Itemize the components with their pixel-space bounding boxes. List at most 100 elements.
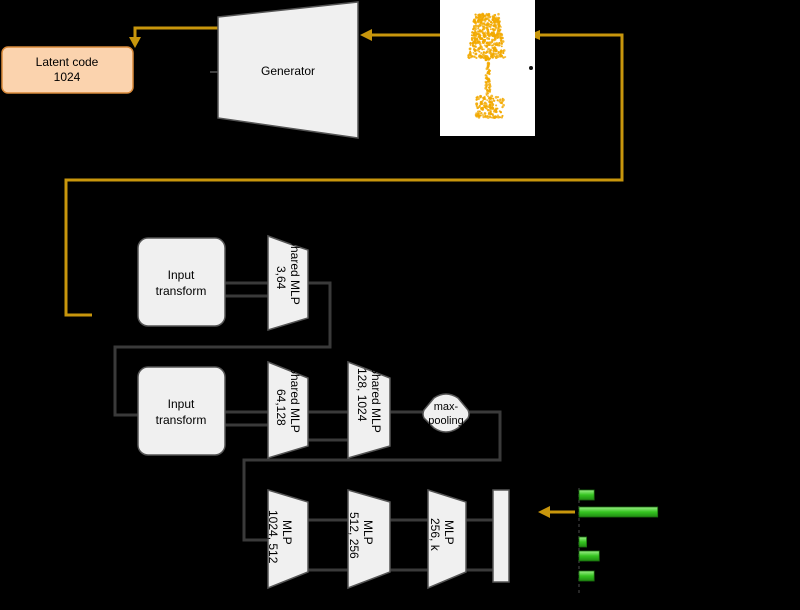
point-cloud-dot (469, 50, 472, 53)
max-pooling-line1: max- (434, 401, 459, 413)
generator-label: Generator (261, 64, 315, 78)
point-cloud-dot (471, 44, 474, 47)
point-cloud-dot (497, 27, 500, 30)
point-cloud-dot (485, 81, 488, 84)
shared-mlp-2: Shared MLP 64,128 (267, 360, 309, 460)
point-cloud-dot (474, 52, 478, 56)
point-cloud-dot (473, 37, 477, 40)
point-cloud-dot (491, 44, 494, 47)
point-cloud-dot (470, 38, 474, 42)
point-cloud-dot (471, 31, 474, 34)
point-cloud-dot (476, 48, 480, 52)
point-cloud-dot (502, 56, 505, 59)
mlp-1-line2: 1024, 512 (266, 510, 280, 564)
point-cloud-dot (490, 94, 494, 98)
point-cloud-dot (497, 50, 500, 53)
point-cloud-dot (496, 107, 499, 110)
point-cloud-dot (495, 16, 498, 19)
point-cloud-dot (480, 37, 484, 40)
point-cloud-dot (496, 114, 499, 117)
point-cloud-dot (469, 44, 472, 46)
point-cloud-dot (471, 36, 473, 39)
point-cloud-dot (479, 34, 482, 37)
point-cloud-dot (486, 105, 490, 108)
point-cloud-dot (499, 37, 503, 40)
point-cloud-dot (500, 42, 504, 45)
scores-to-output-arrow (538, 506, 575, 518)
point-cloud-dot (477, 19, 480, 23)
point-cloud-dot (494, 24, 497, 28)
point-cloud-dot (491, 39, 494, 42)
point-cloud-dot (472, 55, 476, 58)
point-cloud-dot (489, 90, 491, 93)
point-cloud-dot (492, 99, 496, 103)
point-cloud-dot (486, 37, 489, 40)
point-cloud-dot (481, 23, 483, 26)
point-cloud-dot (479, 55, 482, 58)
point-cloud-dot (474, 16, 478, 20)
point-cloud-dot (473, 26, 476, 30)
point-cloud-dot (482, 25, 486, 29)
point-cloud-dot (484, 115, 488, 119)
point-cloud-dot (494, 35, 497, 38)
point-cloud-dot (493, 21, 496, 24)
point-cloud-dot (484, 107, 487, 110)
point-cloud-dot (482, 27, 486, 31)
point-cloud-dot (494, 56, 498, 59)
point-cloud-dot (499, 28, 502, 31)
point-cloud-dot (491, 113, 494, 116)
point-cloud-dot (496, 30, 500, 33)
point-cloud-dot (484, 74, 488, 77)
point-cloud-dot (475, 24, 477, 27)
point-cloud-dot (500, 116, 504, 119)
point-cloud-dot (482, 97, 486, 100)
point-cloud-dot (501, 105, 504, 109)
shared-mlp-3-line1: Shared MLP (369, 366, 383, 433)
point-cloud-dot (495, 104, 498, 107)
point-cloud-dot (480, 111, 483, 115)
point-cloud-dot (477, 27, 480, 30)
point-cloud-dot (498, 41, 501, 44)
point-cloud-dot (486, 28, 490, 32)
input-transform-1-line2: transform (156, 284, 207, 298)
point-cloud-dot (485, 85, 488, 88)
point-cloud-dot (470, 34, 473, 37)
point-cloud-dot (499, 98, 502, 102)
point-cloud-dot (491, 116, 494, 119)
point-cloud-dot (485, 103, 488, 106)
point-cloud-dot (483, 106, 486, 109)
point-cloud-dot (481, 12, 484, 16)
input-transform-2: Input transform (137, 366, 226, 456)
point-cloud-dot (500, 101, 503, 105)
point-cloud-dot (477, 112, 481, 116)
point-cloud-dot (487, 86, 491, 89)
point-cloud-dot (472, 51, 475, 54)
point-cloud-dot (493, 46, 496, 49)
point-cloud-dot (485, 92, 489, 95)
point-cloud-dot (494, 95, 498, 99)
point-cloud-dot (486, 99, 489, 102)
point-cloud-dot (487, 34, 491, 38)
point-cloud-dot (476, 24, 480, 28)
point-cloud-dot (473, 49, 477, 52)
input-transform-1: Input transform (137, 237, 226, 327)
point-cloud-dot (476, 40, 480, 44)
point-cloud-dot (477, 47, 480, 50)
output-vector (492, 489, 510, 583)
point-cloud-dot (476, 106, 480, 110)
point-cloud-dot (488, 83, 492, 86)
point-cloud-dot (497, 16, 501, 20)
point-cloud-dot (481, 114, 484, 116)
point-cloud-dot (485, 51, 488, 54)
point-cloud-dot (489, 112, 493, 116)
point-cloud-dot (489, 104, 492, 107)
point-cloud-image (440, 0, 535, 136)
mlp-3-line1: MLP (442, 520, 456, 545)
generator-block: Generator (210, 1, 359, 139)
point-cloud-dot (494, 13, 497, 17)
pointcloud-anchor-dot (529, 66, 533, 70)
shared-mlp-1-line2: 3,64 (274, 266, 288, 290)
point-cloud-dot (485, 22, 489, 26)
point-cloud-dot (489, 57, 492, 60)
